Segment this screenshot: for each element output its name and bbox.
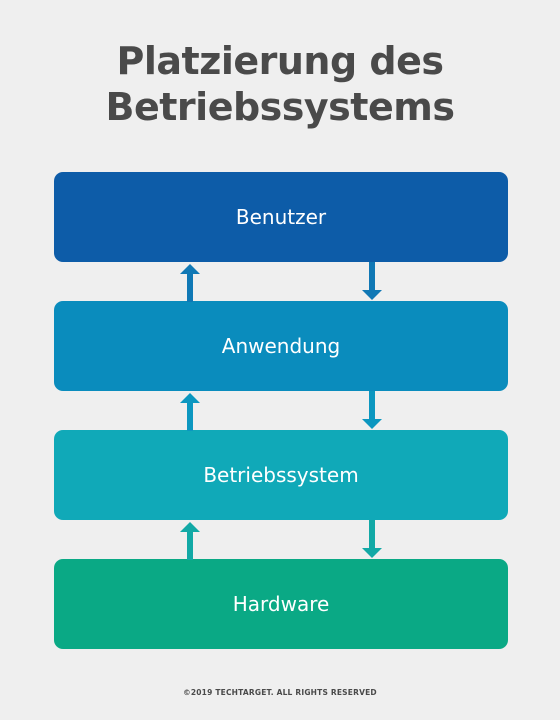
title-line-2: Betriebssystems xyxy=(105,85,455,129)
arrow-up-icon xyxy=(180,522,200,560)
layer-label: Anwendung xyxy=(221,334,341,358)
layer-box-anwendung: Anwendung xyxy=(54,301,508,391)
layer-label: Betriebssystem xyxy=(203,463,359,487)
layer-box-benutzer: Benutzer xyxy=(54,172,508,262)
layer-label: Benutzer xyxy=(235,205,327,229)
layer-label: Hardware xyxy=(232,592,330,616)
layer-box-betriebssystem: Betriebssystem xyxy=(54,430,508,520)
arrow-down-icon xyxy=(362,520,382,558)
layer-box-hardware: Hardware xyxy=(54,559,508,649)
arrow-up-icon xyxy=(180,264,200,302)
page-title: Platzierung des Betriebssystems xyxy=(0,38,560,130)
title-line-1: Platzierung des xyxy=(116,39,444,83)
arrow-down-icon xyxy=(362,391,382,429)
arrow-down-icon xyxy=(362,262,382,300)
copyright-footer: ©2019 TECHTARGET. ALL RIGHTS RESERVED xyxy=(183,688,377,697)
arrow-up-icon xyxy=(180,393,200,431)
